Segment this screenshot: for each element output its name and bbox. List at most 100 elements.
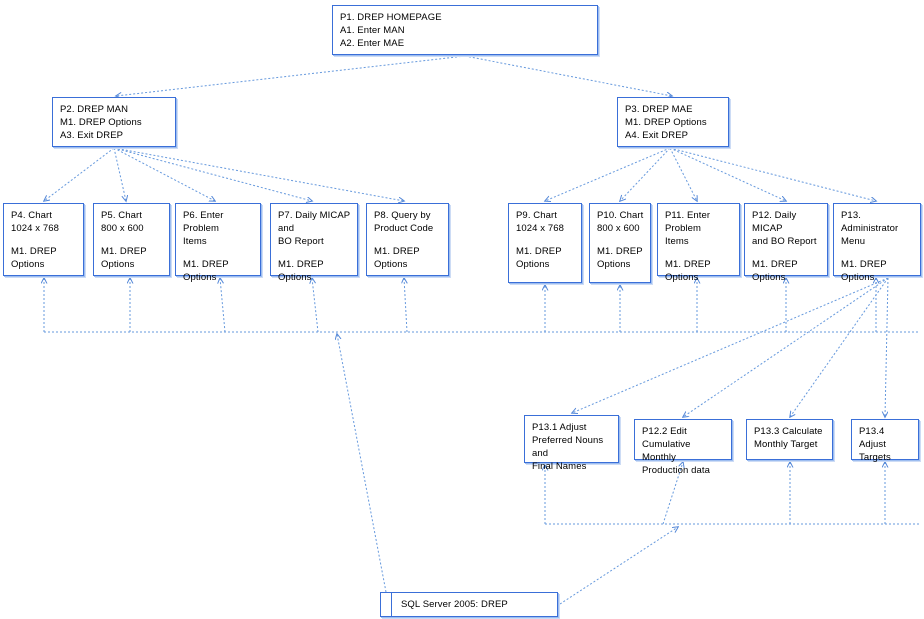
node-text-line: Monthly Target: [754, 439, 818, 450]
node-text-line: 1024 x 768: [516, 223, 565, 234]
edge-p3-p12: [669, 147, 786, 201]
node-menu-label: M1. DREP Options: [183, 259, 232, 283]
datastore-bar: [381, 593, 392, 616]
edge-p13-p134: [885, 277, 889, 417]
node-menu-label: M1. DREP Options: [278, 259, 327, 283]
node-spacer: [183, 248, 254, 258]
node-text-line: Menu: [841, 236, 866, 247]
edge-bus-p6: [220, 278, 226, 333]
node-text-line: P13. Administrator: [841, 210, 899, 234]
node-menu-label: M1. DREP Options: [11, 246, 60, 270]
node-text-line: 800 x 600: [597, 223, 640, 234]
node-menu-label: M1. DREP Options: [516, 246, 562, 270]
node-text-line: P6. Enter Problem: [183, 210, 227, 234]
node-text-line: P10. Chart: [597, 210, 644, 221]
node-text-line: P12.2 Edit Cumulative: [642, 426, 691, 450]
node-text-line: P13.3 Calculate: [754, 426, 823, 437]
node-text-line: P1. DREP HOMEPAGE: [340, 12, 442, 23]
node-menu-label: M1. DREP Options: [841, 259, 890, 283]
node-text-line: Monthly Production data: [642, 452, 711, 476]
node-text-line: P2. DREP MAN: [60, 104, 129, 115]
node-text-line: A4. Exit DREP: [625, 130, 689, 141]
edge-p13-p122: [683, 277, 889, 417]
node-spacer: [752, 248, 821, 258]
node-sql-server-datastore[interactable]: SQL Server 2005: DREP: [380, 592, 558, 617]
node-spacer: [374, 235, 442, 245]
node-spacer: [597, 235, 644, 245]
node-text-line: P12. Daily MICAP: [752, 210, 800, 234]
datastore-label: SQL Server 2005: DREP: [401, 599, 508, 610]
node-spacer: [516, 235, 575, 245]
node-text-line: P9. Chart: [516, 210, 558, 221]
node-spacer: [101, 235, 163, 245]
edge-store-to-upper-bus: [337, 334, 387, 593]
node-menu-label: M1. DREP Options: [665, 259, 714, 283]
node-text-line: A3. Exit DREP: [60, 130, 124, 141]
node-menu-label: M1. DREP Options: [374, 246, 423, 270]
node-spacer: [278, 248, 351, 258]
node-text-line: Preferred Nouns and: [532, 435, 606, 459]
node-text-line: 800 x 600: [101, 223, 144, 234]
edge-p3-p11: [669, 147, 697, 201]
node-text-line: BO Report: [278, 236, 324, 247]
node-text-line: Items: [183, 236, 207, 247]
node-text-line: P13.1 Adjust: [532, 422, 587, 433]
node-text-line: P8. Query by: [374, 210, 431, 221]
edge-p1-p3: [464, 55, 672, 96]
edge-p2-p6: [113, 147, 215, 201]
node-text-line: P4. Chart: [11, 210, 53, 221]
edge-p1-p2: [116, 55, 466, 96]
node-text-line: M1. DREP Options: [60, 117, 142, 128]
node-text-line: Final Names: [532, 461, 587, 472]
node-text-line: P7. Daily MICAP and: [278, 210, 353, 234]
edge-p3-p10: [620, 147, 671, 201]
node-text-line: P13.4 Adjust: [859, 426, 887, 450]
edge-p2-p5: [113, 147, 126, 201]
node-spacer: [11, 235, 77, 245]
edge-bus-p8: [404, 278, 407, 333]
node-text-line: Targets: [859, 452, 891, 463]
node-text-line: P5. Chart: [101, 210, 143, 221]
edge-p13-p133: [790, 277, 889, 417]
edge-store-to-lower-bus: [559, 527, 678, 605]
node-text-line: and BO Report: [752, 236, 817, 247]
edge-bus-p7: [312, 278, 319, 333]
edge-p3-p13: [669, 147, 876, 201]
edge-p13-p131: [572, 277, 889, 413]
node-spacer: [665, 248, 733, 258]
node-menu-label: M1. DREP Options: [597, 246, 643, 270]
node-text-line: A1. Enter MAN: [340, 25, 405, 36]
node-text-line: M1. DREP Options: [625, 117, 707, 128]
node-text-line: Product Code: [374, 223, 434, 234]
node-menu-label: M1. DREP Options: [101, 246, 150, 270]
edge-p3-p9: [545, 147, 671, 201]
node-text-line: A2. Enter MAE: [340, 38, 405, 49]
node-text-line: P3. DREP MAE: [625, 104, 693, 115]
node-text-line: 1024 x 768: [11, 223, 60, 234]
node-menu-label: M1. DREP Options: [752, 259, 801, 283]
edge-p2-p7: [113, 147, 312, 201]
node-drep-homepage[interactable]: P1. DREP HOMEPAGE A1. Enter MAN A2. Enter …: [332, 5, 598, 55]
edge-p2-p8: [113, 147, 404, 201]
node-text-line: P11. Enter Problem: [665, 210, 713, 234]
node-text-line: Items: [665, 236, 689, 247]
node-spacer: [841, 248, 914, 258]
